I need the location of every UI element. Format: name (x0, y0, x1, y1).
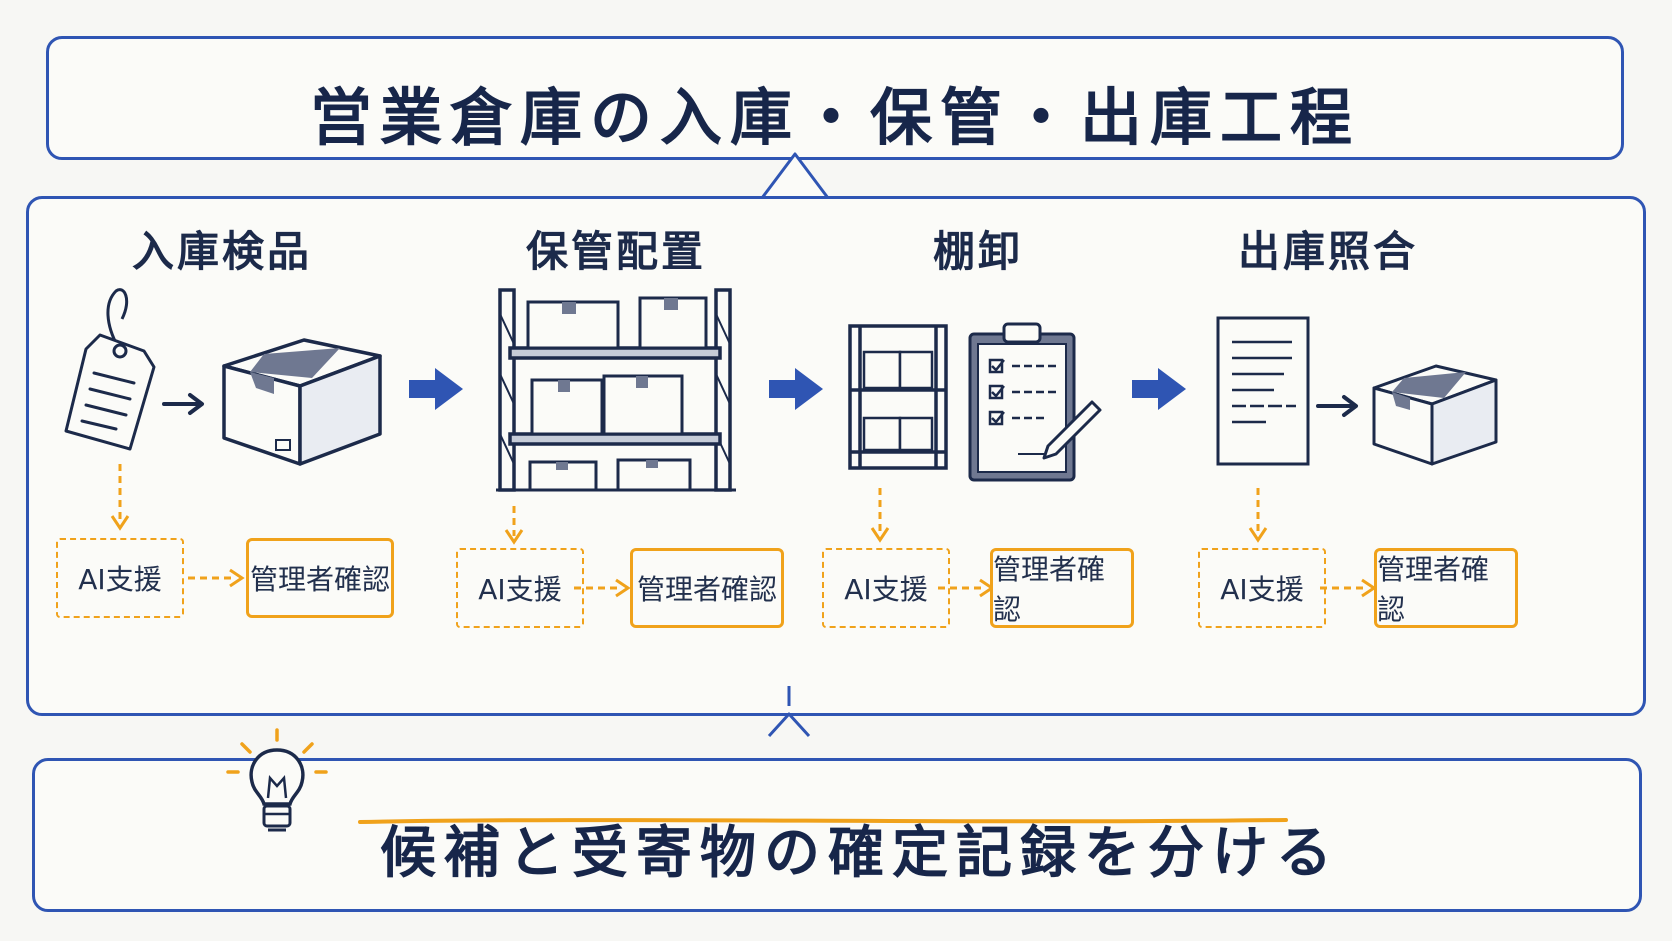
ai-to-manager-arrow (188, 568, 245, 588)
title-process-connector (760, 152, 830, 199)
title-box: 営業倉庫の入庫・保管・出庫工程 (46, 36, 1624, 160)
process-arrow-icon (409, 368, 463, 410)
process-arrow-icon (769, 368, 823, 410)
ai-support-box: AI支援 (456, 548, 584, 628)
stage-title-stocktaking: 棚卸 (932, 227, 1023, 276)
manager-confirm-box: 管理者確認 (246, 538, 394, 618)
ai-to-manager-arrow (938, 578, 995, 598)
clipboard-icon (968, 322, 1102, 482)
tag-icon (64, 288, 156, 451)
ai-dash-arrow-down (870, 488, 890, 543)
box-icon (222, 338, 382, 466)
ai-dash-arrow-down (110, 464, 130, 531)
summary-underline (358, 818, 1288, 824)
ai-dash-arrow-down (504, 506, 524, 545)
stage-title-outbound-check: 出庫照合 (1237, 227, 1418, 276)
ai-dash-arrow-down (1248, 488, 1268, 543)
ai-support-box: AI支援 (56, 538, 184, 618)
manager-confirm-box: 管理者確認 (990, 548, 1134, 628)
arrow-right-icon (162, 393, 204, 415)
arrow-right-icon (1316, 395, 1358, 417)
ai-support-box: AI支援 (1198, 548, 1326, 628)
ai-support-box: AI支援 (822, 548, 950, 628)
box-icon (1372, 364, 1498, 466)
stage-title-storage-placement: 保管配置 (525, 227, 706, 276)
shelf-icon (496, 288, 736, 492)
small-shelf-icon (848, 324, 948, 470)
lightbulb-icon (226, 728, 328, 832)
document-icon (1216, 316, 1310, 466)
stage-title-inbound-inspection: 入庫検品 (131, 227, 312, 276)
summary-text: 候補と受寄物の確定記録を分ける (380, 821, 1340, 886)
process-arrow-icon (1132, 368, 1186, 410)
manager-confirm-box: 管理者確認 (630, 548, 784, 628)
process-summary-connector (767, 686, 811, 738)
ai-to-manager-arrow (574, 578, 631, 598)
ai-to-manager-arrow (1320, 578, 1377, 598)
page-title: 営業倉庫の入庫・保管・出庫工程 (309, 81, 1360, 154)
manager-confirm-box: 管理者確認 (1374, 548, 1518, 628)
